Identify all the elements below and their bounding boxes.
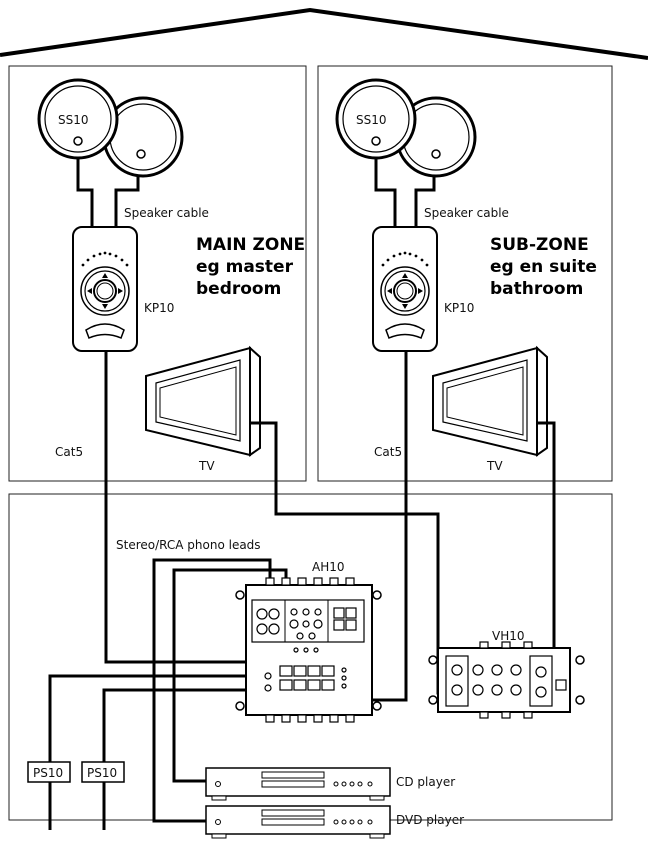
audio-hub-label: AH10: [312, 560, 345, 574]
dvd-phono-lead: [152, 558, 272, 823]
sub-speaker-cable-left: [374, 158, 397, 230]
sub-zone-tv-label: TV: [486, 459, 503, 473]
dvd-player: [205, 805, 391, 839]
sub-zone-cat5-label: Cat5: [374, 445, 402, 459]
main-speaker-cable-left: [76, 158, 94, 230]
dvd-player-label: DVD player: [396, 813, 464, 827]
video-hub-label: VH10: [492, 629, 525, 643]
psu-1: [27, 761, 71, 783]
sub-zone-speaker-label: SS10: [356, 113, 387, 127]
cd-player: [205, 767, 391, 801]
phono-leads-label: Stereo/RCA phono leads: [116, 538, 261, 552]
audio-hub-ah10: [235, 577, 382, 723]
main-zone-tv: [145, 345, 261, 457]
psu-1-cable: [48, 674, 272, 762]
main-zone-speakers: [37, 78, 184, 178]
main-zone-speaker-label: SS10: [58, 113, 89, 127]
sub-zone-room: [317, 65, 613, 482]
sub-speaker-cable-label: Speaker cable: [424, 206, 509, 220]
cd-phono-lead: [172, 568, 288, 783]
main-speaker-cable-right: [114, 176, 140, 230]
main-zone-keypad-label: KP10: [144, 301, 174, 315]
main-zone-room: [8, 65, 307, 482]
cd-player-label: CD player: [396, 775, 455, 789]
main-zone-keypad: [72, 226, 138, 352]
sub-speaker-cable-right: [414, 176, 436, 230]
psu-2-cable: [102, 688, 272, 762]
main-zone-tv-label: TV: [198, 459, 215, 473]
video-hub-vh10: [428, 641, 585, 719]
sub-zone-tv: [432, 345, 548, 457]
main-zone-title: MAIN ZONE eg master bedroom: [196, 235, 311, 299]
psu-2: [81, 761, 125, 783]
sub-zone-title: SUB-ZONE eg en suite bathroom: [490, 235, 603, 299]
main-zone-cat5-label: Cat5: [55, 445, 83, 459]
main-speaker-cable-label: Speaker cable: [124, 206, 209, 220]
sub-zone-keypad-label: KP10: [444, 301, 474, 315]
sub-zone-speakers: [335, 78, 477, 178]
sub-zone-keypad: [372, 226, 438, 352]
house-roof: [0, 7, 648, 60]
psu-1-label: PS10: [33, 766, 63, 780]
psu-2-label: PS10: [87, 766, 117, 780]
